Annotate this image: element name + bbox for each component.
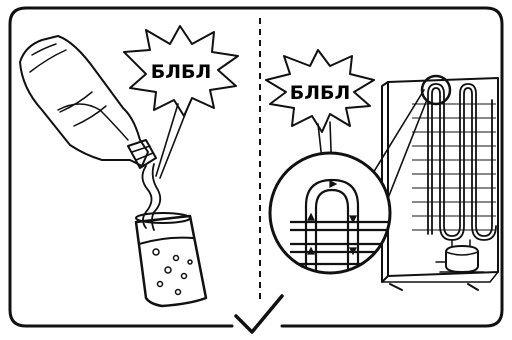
bubbles bbox=[152, 248, 193, 296]
sound-text-right: БЛБЛ bbox=[290, 82, 351, 104]
magnifier-lens bbox=[268, 151, 392, 275]
glass-illustration bbox=[134, 212, 208, 308]
refrigerator-back bbox=[381, 77, 499, 291]
bottle-illustration bbox=[19, 35, 162, 231]
highlight-circle bbox=[420, 74, 452, 106]
checkmark-icon bbox=[234, 294, 284, 334]
sound-burst-right: БЛБЛ bbox=[265, 49, 375, 179]
sound-text-left: БЛБЛ bbox=[151, 61, 212, 83]
sound-burst-left: БЛБЛ bbox=[123, 25, 239, 179]
panel-frame bbox=[8, 6, 504, 328]
